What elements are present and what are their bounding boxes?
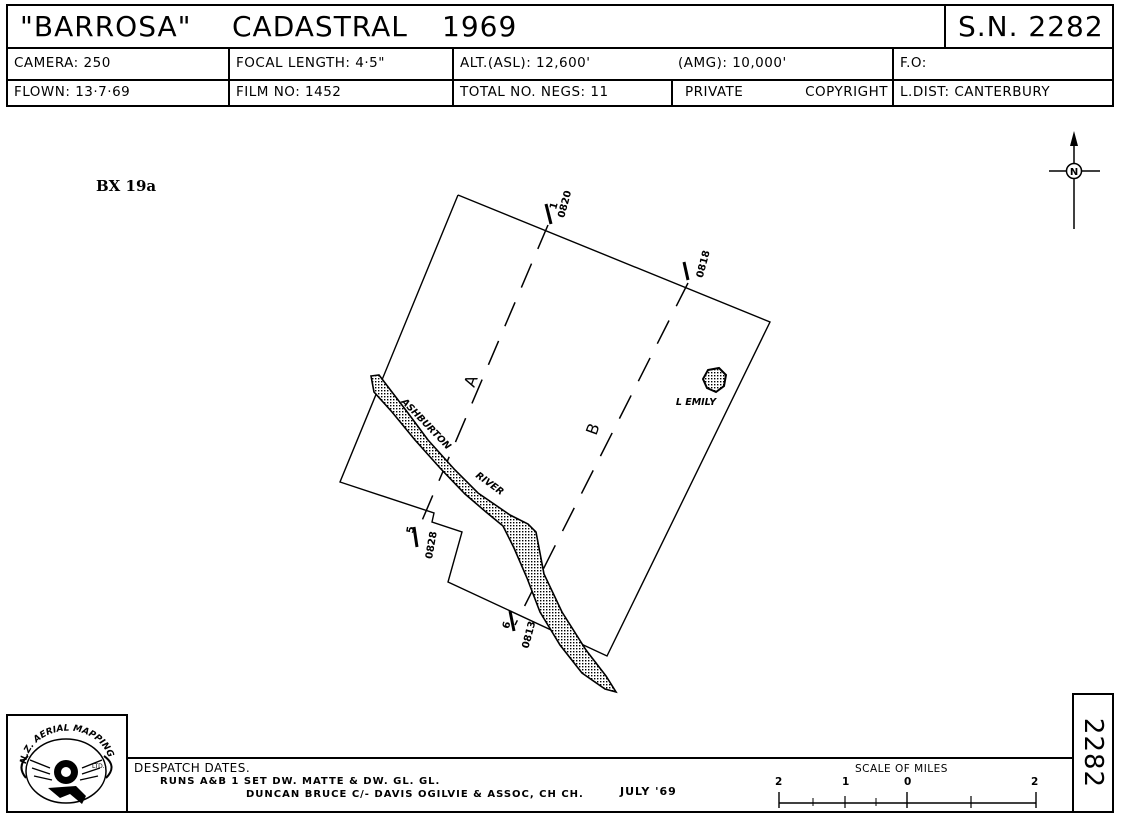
ashburton-river bbox=[370, 374, 618, 694]
film-no-value: FILM NO: 1452 bbox=[236, 84, 342, 100]
fo-cell: F.O: bbox=[892, 47, 1112, 79]
nz-aerial-mapping-logo: N.Z. AERIAL MAPPING LTD. bbox=[19, 724, 115, 804]
flown-value: FLOWN: 13·7·69 bbox=[14, 84, 131, 100]
scale-title: SCALE OF MILES bbox=[855, 763, 948, 775]
total-negs-value: TOTAL NO. NEGS: 11 bbox=[460, 84, 609, 100]
scale-label-0: 0 bbox=[904, 776, 912, 788]
year-cell: 1969 bbox=[430, 6, 944, 47]
fo-value: F.O: bbox=[900, 55, 927, 71]
logo-small-text: LTD. bbox=[92, 763, 105, 770]
lake-emily bbox=[701, 366, 728, 394]
run-line-a bbox=[417, 224, 549, 531]
copyright-label: COPYRIGHT bbox=[805, 84, 888, 100]
scale-label-1: 1 bbox=[842, 776, 850, 788]
sheet-label: BX 19a bbox=[96, 177, 157, 195]
despatch-line-2: DUNCAN BRUCE C/- DAVIS OGILVIE & ASSOC, … bbox=[246, 789, 584, 800]
subtitle-cell: CADASTRAL bbox=[220, 6, 430, 47]
header-table: "BARROSA" CADASTRAL 1969 S.N. 2282 CAMER… bbox=[6, 4, 1114, 107]
amg-cell: (AMG): 10,000' bbox=[672, 47, 892, 79]
map-title: "BARROSA" bbox=[20, 10, 192, 43]
frame-tick-0828 bbox=[412, 526, 419, 548]
north-arrow-icon: N bbox=[1049, 131, 1100, 229]
land-district-cell: L.DIST: CANTERBURY bbox=[892, 79, 1112, 105]
north-label: N bbox=[1070, 167, 1078, 178]
despatch-strip bbox=[128, 757, 1072, 813]
sortie-number: S.N. 2282 bbox=[958, 10, 1104, 43]
camera-cell: CAMERA: 250 bbox=[8, 47, 228, 79]
film-cell: FILM NO: 1452 bbox=[228, 79, 452, 105]
scale-label-2-left: 2 bbox=[775, 776, 783, 788]
camera-value: CAMERA: 250 bbox=[14, 55, 111, 71]
header-row-flight: FLOWN: 13·7·69 FILM NO: 1452 TOTAL NO. N… bbox=[8, 79, 1112, 105]
map-year: 1969 bbox=[442, 10, 518, 43]
despatch-line-1: RUNS A&B 1 SET DW. MATTE & DW. GL. GL. bbox=[160, 776, 441, 787]
run-line-b bbox=[514, 282, 689, 626]
amg-value: (AMG): 10,000' bbox=[678, 55, 787, 71]
frame-tick-0813 bbox=[508, 610, 516, 632]
header-row-title: "BARROSA" CADASTRAL 1969 S.N. 2282 bbox=[8, 6, 1112, 49]
svg-text:6: 6 bbox=[501, 620, 513, 630]
sortie-number-vertical: 2282 bbox=[1078, 717, 1108, 789]
svg-text:1: 1 bbox=[548, 201, 560, 211]
frame-tick-0820 bbox=[544, 203, 553, 225]
private-label: PRIVATE bbox=[685, 84, 744, 100]
focal-length-value: FOCAL LENGTH: 4·5" bbox=[236, 55, 385, 71]
coverage-boundary bbox=[339, 194, 771, 657]
svg-text:0828: 0828 bbox=[424, 531, 440, 560]
scale-label-2-right: 2 bbox=[1031, 776, 1039, 788]
focal-length-cell: FOCAL LENGTH: 4·5" bbox=[228, 47, 452, 79]
lake-label: L EMILY bbox=[676, 397, 717, 408]
header-row-camera: CAMERA: 250 FOCAL LENGTH: 4·5" ALT.(ASL)… bbox=[8, 47, 1112, 81]
despatch-date: JULY '69 bbox=[620, 785, 677, 798]
title-cell: "BARROSA" bbox=[8, 6, 220, 47]
frame-label-0828: 5 0828 bbox=[405, 525, 440, 560]
copyright-cell: PRIVATE COPYRIGHT bbox=[671, 79, 892, 105]
land-district-value: L.DIST: CANTERBURY bbox=[900, 84, 1051, 100]
alt-asl-cell: ALT.(ASL): 12,600' bbox=[452, 47, 672, 79]
frame-tick-0818 bbox=[682, 261, 690, 281]
svg-text:5: 5 bbox=[405, 525, 417, 534]
sortie-cell: S.N. 2282 bbox=[944, 6, 1112, 47]
map-subtitle: CADASTRAL bbox=[232, 10, 408, 43]
flown-cell: FLOWN: 13·7·69 bbox=[8, 79, 228, 105]
logo-box: N.Z. AERIAL MAPPING LTD. bbox=[6, 714, 128, 813]
negs-cell: TOTAL NO. NEGS: 11 bbox=[452, 79, 671, 105]
alt-asl-value: ALT.(ASL): 12,600' bbox=[460, 55, 591, 71]
sortie-number-vertical-box: 2282 bbox=[1072, 693, 1114, 813]
despatch-title: DESPATCH DATES. bbox=[134, 761, 251, 775]
